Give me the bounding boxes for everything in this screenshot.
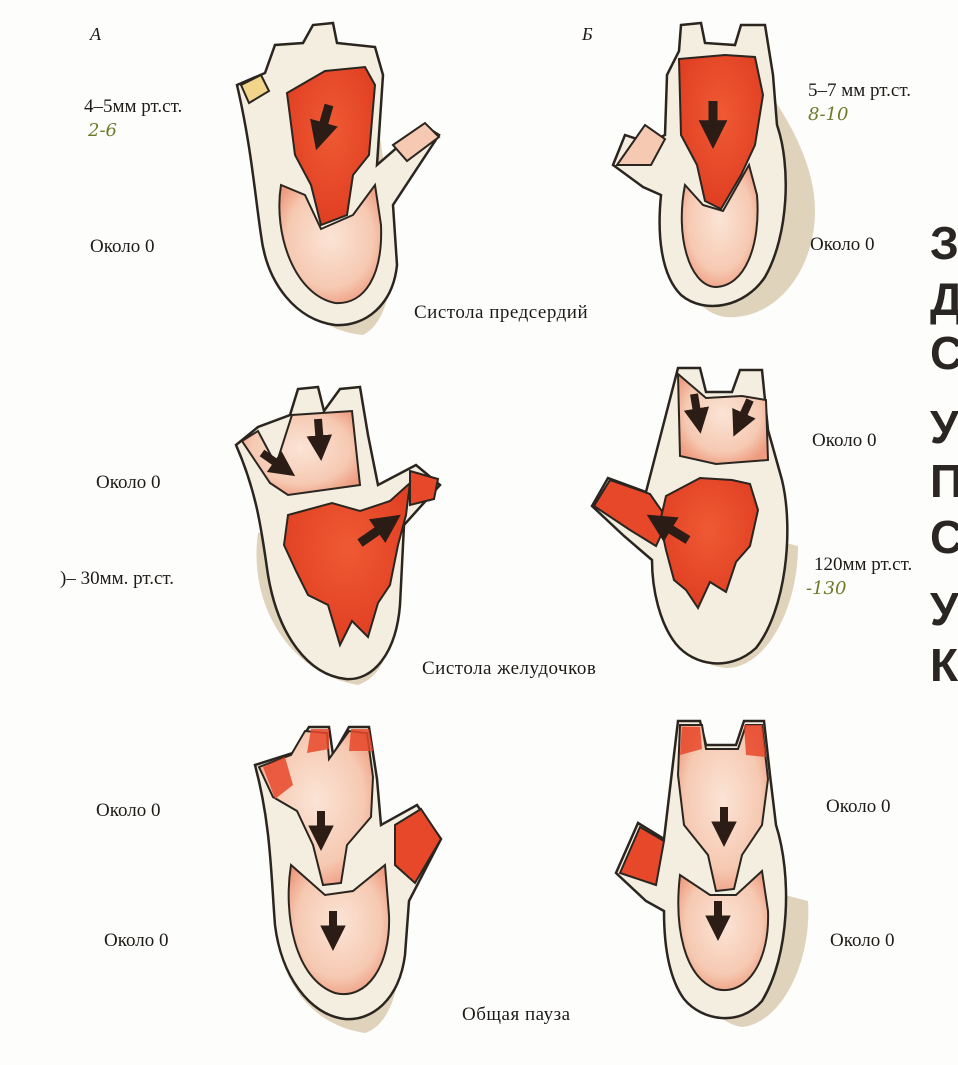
heart-ventricular-systole-right: [590, 360, 820, 680]
cut-off-side-letter: У: [930, 582, 958, 636]
panel-letter-b: Б: [582, 24, 593, 45]
heart-general-pause-left: [245, 715, 455, 1035]
cut-off-side-letter: У: [930, 400, 958, 454]
left-ventricle-pressure-label: Около 0: [104, 930, 168, 952]
right-ventricle-pressure-label: Около 0: [830, 930, 894, 952]
right-atrium-pressure-label: Около 0: [826, 796, 890, 818]
cut-off-side-letter: К: [930, 638, 958, 692]
right-atrium-pressure-label: Около 0: [812, 430, 876, 452]
cut-off-side-letter: П: [930, 454, 958, 508]
heart-ventricular-systole-left: [228, 375, 468, 695]
left-ventricle-pressure-label: )– 30мм. рт.ст.: [60, 568, 174, 590]
cut-off-side-letter: З: [930, 216, 958, 270]
heart-atrial-systole-left: [225, 15, 455, 335]
left-atrium-handwritten-note: 2-6: [88, 120, 117, 141]
heart-general-pause-right: [612, 715, 822, 1035]
cut-off-side-letter: Д: [930, 272, 958, 326]
right-ventricle-pressure-label: 120мм рт.ст.: [814, 554, 912, 576]
general-pause-caption: Общая пауза: [462, 1004, 571, 1026]
cut-off-side-letter: С: [930, 326, 958, 380]
cut-off-side-letter: С: [930, 510, 958, 564]
heart-atrial-systole-right: [605, 15, 835, 335]
left-atrium-pressure-label: 4–5мм рт.ст.: [84, 96, 182, 118]
left-atrium-pressure-label: Около 0: [96, 472, 160, 494]
panel-letter-a: А: [90, 24, 101, 45]
left-ventricle-pressure-label: Около 0: [90, 236, 154, 258]
left-atrium-pressure-label: Около 0: [96, 800, 160, 822]
